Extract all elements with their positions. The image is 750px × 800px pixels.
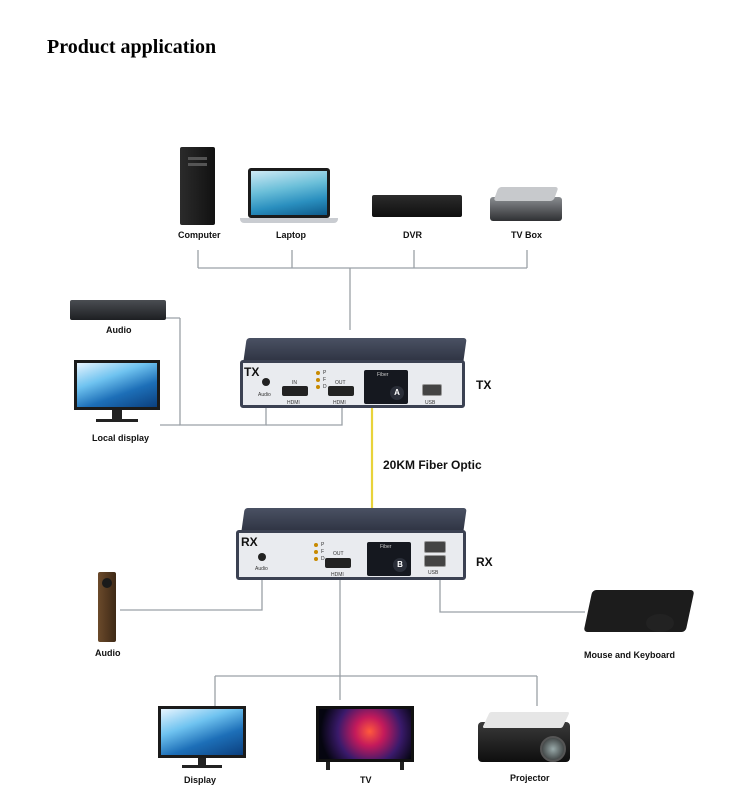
laptop-label: Laptop xyxy=(276,230,306,240)
tv-icon xyxy=(316,706,414,770)
projector-label: Projector xyxy=(510,773,550,783)
tx-leds xyxy=(316,371,320,392)
dvr-icon xyxy=(372,195,462,217)
mouse-keyboard-label: Mouse and Keyboard xyxy=(584,650,676,660)
tx-led-label: P xyxy=(323,370,327,376)
tx-hdmi-in-label: IN xyxy=(292,380,297,386)
rx-led-label: D xyxy=(321,556,325,562)
rx-fiber-badge: B xyxy=(393,558,407,572)
tx-audio-label: Audio xyxy=(106,325,132,335)
tx-fiber-label: Fiber xyxy=(377,372,389,378)
tx-hdmi-out-port xyxy=(328,386,354,396)
rx-audio-label: Audio xyxy=(95,648,121,658)
rx-usb-port-2 xyxy=(424,555,446,567)
tx-led-label: F xyxy=(323,377,327,383)
rx-hdmi-out-port xyxy=(325,558,351,568)
tv-label: TV xyxy=(360,775,372,785)
rx-hdmi-label: HDMI xyxy=(331,572,344,578)
mouse-icon xyxy=(646,614,674,632)
local-display-icon xyxy=(74,360,160,425)
rx-led-label: P xyxy=(321,542,325,548)
fiber-link-label: 20KM Fiber Optic xyxy=(383,458,482,472)
computer-label: Computer xyxy=(178,230,221,240)
rx-audio-port-label: Audio xyxy=(255,566,268,572)
rx-fiber-label: Fiber xyxy=(380,544,392,550)
tx-audio-jack xyxy=(262,378,270,386)
tx-usb-label: USB xyxy=(425,400,436,406)
rx-tag: RX xyxy=(241,535,258,549)
tx-led-label: D xyxy=(323,384,327,390)
tx-hdmi1-label: HDMI xyxy=(287,400,300,406)
rx-usb-port-1 xyxy=(424,541,446,553)
tx-fiber-badge: A xyxy=(390,386,404,400)
display-icon xyxy=(158,706,246,770)
tv-box-label: TV Box xyxy=(511,230,543,240)
rx-side-label: RX xyxy=(476,555,493,569)
keyboard-icon xyxy=(583,590,695,632)
rx-usb-label: USB xyxy=(428,570,439,576)
display-label: Display xyxy=(184,775,217,785)
audio-player-icon xyxy=(70,300,166,320)
tx-usb-port xyxy=(422,384,442,396)
tx-tag: TX xyxy=(244,365,260,379)
dvr-label: DVR xyxy=(403,230,423,240)
tx-hdmi2-label: HDMI xyxy=(333,400,346,406)
projector-icon xyxy=(478,708,574,766)
local-display-label: Local display xyxy=(92,433,150,443)
page-title: Product application xyxy=(47,36,217,58)
rx-hdmi-out-label: OUT xyxy=(333,551,344,557)
tx-hdmi-in-port xyxy=(282,386,308,396)
tx-side-label: TX xyxy=(476,378,492,392)
computer-icon xyxy=(180,147,215,225)
speaker-icon xyxy=(98,572,116,642)
laptop-icon xyxy=(240,168,338,223)
rx-audio-jack xyxy=(258,553,266,561)
rx-leds xyxy=(314,543,318,564)
tx-audio-port-label: Audio xyxy=(258,392,271,398)
tx-hdmi-out-label: OUT xyxy=(335,380,346,386)
tv-box-icon xyxy=(490,187,562,223)
rx-led-label: F xyxy=(321,549,325,555)
